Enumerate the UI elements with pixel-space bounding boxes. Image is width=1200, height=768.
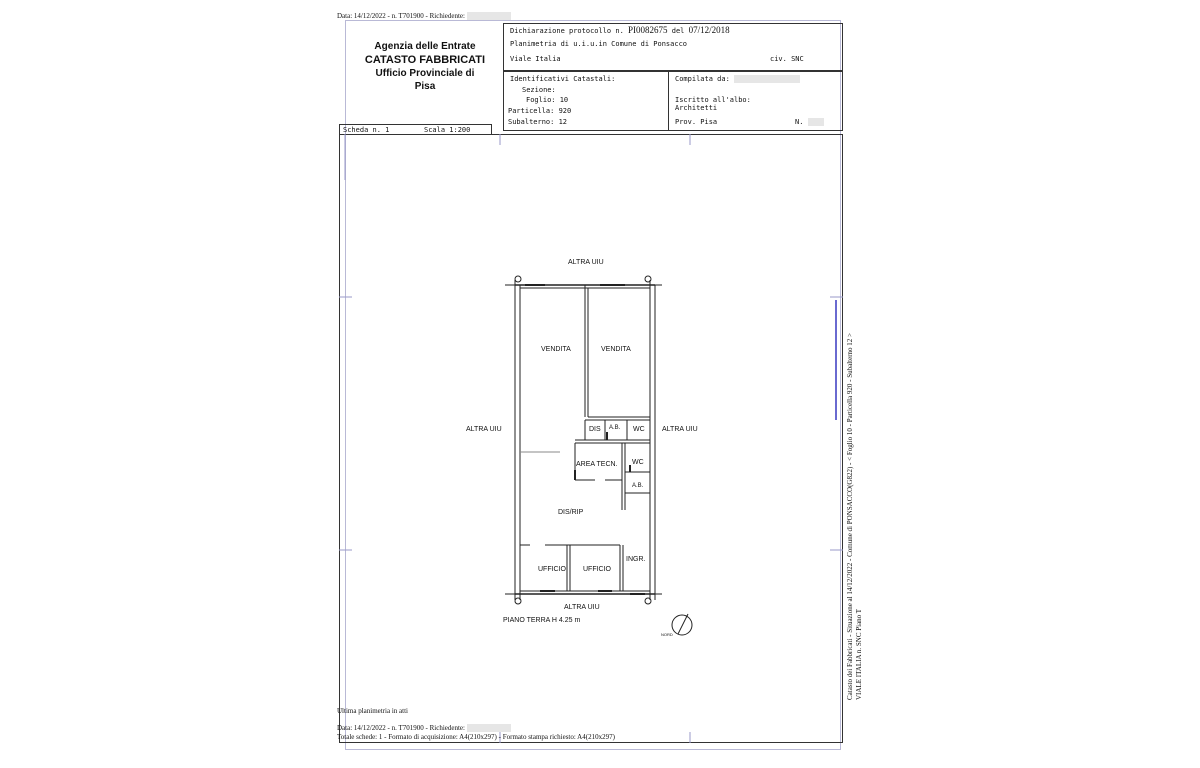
identificativi-title: Identificativi Catastali: — [510, 75, 616, 83]
room-vendita-1: VENDITA — [541, 346, 571, 353]
room-wc-2: WC — [632, 459, 644, 466]
room-ab-2: A.B. — [632, 483, 644, 489]
room-ufficio-1: UFFICIO — [538, 566, 566, 573]
room-wc-1: WC — [633, 426, 645, 433]
page-frame — [345, 20, 841, 750]
agency-header: Agenzia delle Entrate CATASTO FABBRICATI… — [350, 40, 500, 94]
compilata-box: Compilata da: Iscritto all'albo: Archite… — [668, 71, 843, 131]
declaration-box: Dichiarazione protocollo n. PI0082675 de… — [503, 23, 843, 71]
room-ingr: INGR. — [626, 556, 646, 563]
agency-name: Agenzia delle Entrate — [374, 41, 476, 52]
redacted-requester-bottom — [466, 724, 511, 733]
catasto-title: CATASTO FABBRICATI — [364, 54, 486, 66]
side-info-line-2: VIALE ITALIA n. SNC Piano T — [855, 608, 863, 700]
redacted-author — [734, 75, 801, 83]
address-line: Viale Italia — [510, 55, 561, 63]
compilata-title: Compilata da: — [675, 75, 801, 84]
redacted-number — [807, 118, 824, 126]
scheda-number: Scheda n. 1 — [343, 126, 390, 134]
planimetria-line: Planimetria di u.i.u.in Comune di Ponsac… — [510, 40, 688, 48]
side-info-line-1: Catasto dei Fabbricati - Situazione al 1… — [846, 333, 854, 700]
province: Prov. Pisa — [675, 118, 718, 126]
room-ab-1: A.B. — [609, 425, 621, 431]
totale-schede: Totale schede: 1 - Formato di acquisizio… — [337, 733, 615, 741]
floor-label: PIANO TERRA H 4.25 m — [503, 617, 581, 624]
altra-uiu-left: ALTRA UIU — [466, 426, 502, 433]
room-ufficio-2: UFFICIO — [583, 566, 611, 573]
scale-label: Scala 1:200 — [424, 126, 471, 134]
altra-uiu-top: ALTRA UIU — [568, 259, 604, 266]
altra-uiu-right: ALTRA UIU — [662, 426, 698, 433]
sezione: Sezione: — [522, 86, 556, 94]
albo-name: Architetti — [675, 104, 718, 112]
north-arrow-icon — [671, 613, 693, 636]
altra-uiu-bottom: ALTRA UIU — [564, 604, 600, 611]
room-vendita-2: VENDITA — [601, 346, 631, 353]
albo-number: N. — [795, 118, 824, 127]
office-name: Ufficio Provinciale di — [375, 68, 475, 79]
office-city: Pisa — [414, 81, 436, 92]
request-line-bottom: Data: 14/12/2022 - n. T701900 - Richiede… — [337, 724, 511, 733]
room-dis-rip: DIS/RIP — [558, 509, 584, 516]
drawing-frame — [339, 134, 843, 743]
frame-ticks — [339, 134, 843, 743]
side-info-text: Catasto dei Fabbricati - Situazione al 1… — [846, 333, 864, 700]
interior-walls — [520, 284, 650, 595]
civic-number: civ. SNC — [770, 55, 804, 63]
foglio: Foglio: 10 — [526, 96, 569, 104]
particella: Particella: 920 — [508, 107, 572, 115]
subalterno: Subalterno: 12 — [508, 118, 568, 126]
redacted-requester — [466, 12, 511, 21]
request-line-top: Data: 14/12/2022 - n. T701900 - Richiede… — [337, 12, 511, 21]
north-label: NORD — [661, 632, 673, 637]
iscritto-albo: Iscritto all'albo: — [675, 96, 751, 104]
ultima-planimetria: Ultima planimetria in atti — [337, 707, 408, 715]
room-dis: DIS — [589, 426, 601, 433]
room-area-tecn: AREA TECN. — [576, 461, 618, 468]
declaration-line: Dichiarazione protocollo n. PI0082675 de… — [510, 25, 730, 36]
